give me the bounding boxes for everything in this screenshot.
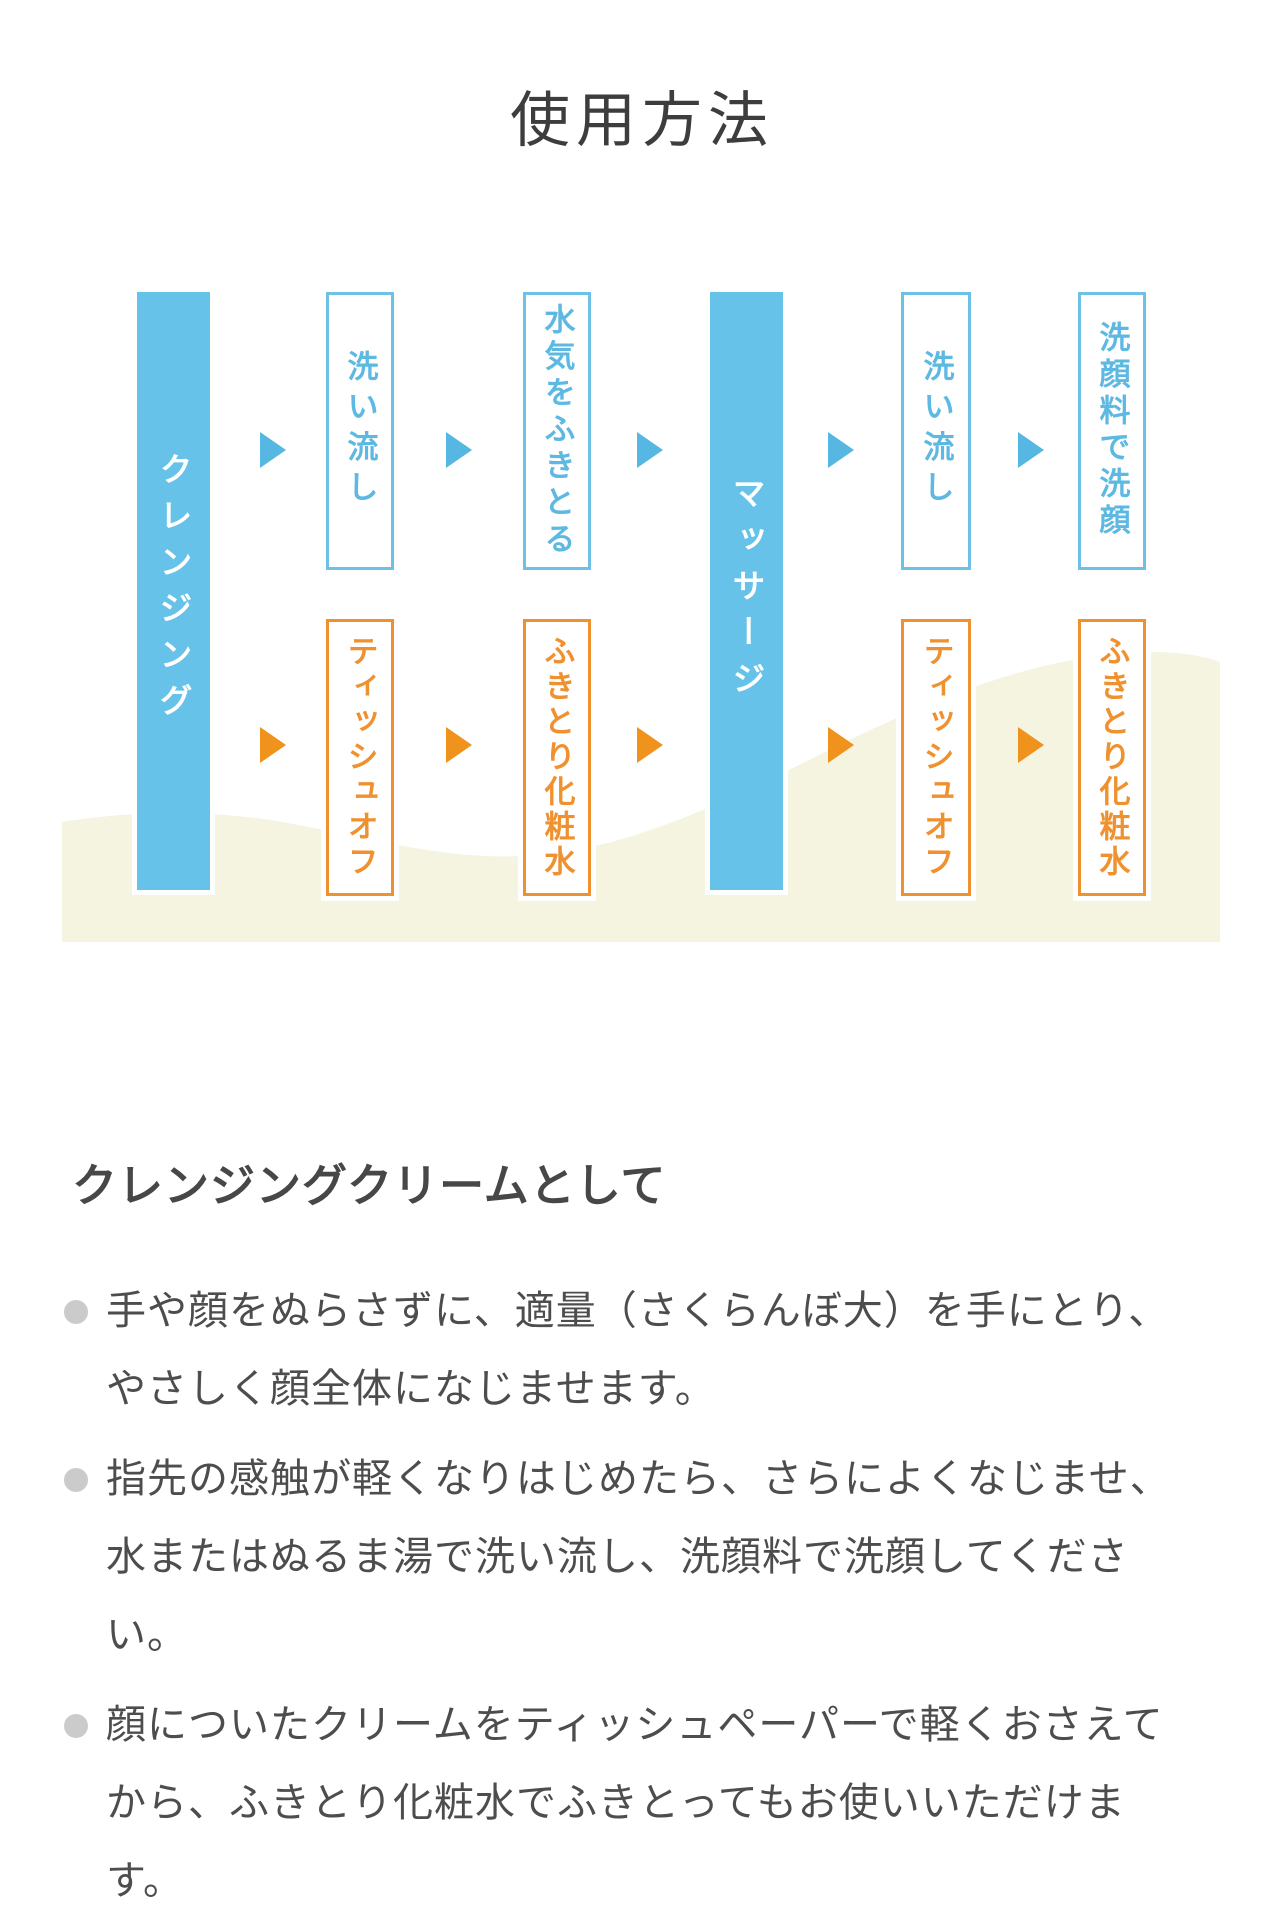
arrow-right-icon	[260, 432, 286, 468]
page-title: 使用方法	[510, 88, 774, 155]
section-heading: クレンジングクリームとして	[72, 1160, 667, 1212]
usage-note-line: 水またはぬるま湯で洗い流し、洗顔料で洗顔してくださ	[106, 1535, 1129, 1579]
flow-step-tissue-off-2: ティッシュオフ	[901, 619, 971, 896]
arrow-right-icon	[446, 432, 472, 468]
flow-step-label: 水気をふきとる	[539, 302, 575, 560]
arrow-right-icon	[1018, 432, 1044, 468]
arrow-right-icon	[828, 727, 854, 763]
flow-step-label: マッサージ	[728, 475, 765, 707]
flow-step-label: 洗い流し	[918, 350, 954, 512]
flow-step-cleansing: クレンジング	[137, 292, 210, 890]
usage-note-line: い。	[106, 1613, 188, 1657]
usage-note-text: 手や顔をぬらさずに、適量（さくらんぼ大）を手にとり、 やさしく顔全体になじませま…	[106, 1272, 1169, 1428]
flow-step-wiping-lotion-2: ふきとり化粧水	[1078, 619, 1146, 896]
arrow-right-icon	[637, 432, 663, 468]
arrow-right-icon	[637, 727, 663, 763]
usage-note-line: から、ふきとり化粧水でふきとってもお使いいただけま	[106, 1781, 1126, 1825]
bullet-icon	[64, 1468, 88, 1492]
flow-step-label: 洗い流し	[342, 350, 378, 512]
usage-notes-list: 手や顔をぬらさずに、適量（さくらんぼ大）を手にとり、 やさしく顔全体になじませま…	[64, 1272, 1224, 1932]
usage-note-line: 手や顔をぬらさずに、適量（さくらんぼ大）を手にとり、	[106, 1289, 1170, 1333]
usage-note-text: 顔についたクリームをティッシュペーパーで軽くおさえて から、ふきとり化粧水でふき…	[106, 1686, 1164, 1920]
flow-step-label: ふきとり化粧水	[1094, 634, 1130, 881]
usage-note-item: 顔についたクリームをティッシュペーパーで軽くおさえて から、ふきとり化粧水でふき…	[64, 1686, 1224, 1920]
flow-step-label: ふきとり化粧水	[539, 634, 575, 881]
usage-note-line: 顔についたクリームをティッシュペーパーで軽くおさえて	[106, 1703, 1164, 1747]
flow-step-label: クレンジング	[155, 452, 192, 730]
flow-step-wiping-lotion-1: ふきとり化粧水	[523, 619, 591, 896]
flow-step-tissue-off-1: ティッシュオフ	[326, 619, 394, 896]
flow-step-wipe-water: 水気をふきとる	[523, 292, 591, 570]
flow-step-face-wash: 洗顔料で洗顔	[1078, 292, 1146, 570]
bullet-icon	[64, 1714, 88, 1738]
background-wave	[62, 652, 1220, 942]
arrow-right-icon	[828, 432, 854, 468]
arrow-right-icon	[260, 727, 286, 763]
usage-note-line: やさしく顔全体になじませます。	[106, 1367, 716, 1411]
flow-step-rinse-1: 洗い流し	[326, 292, 394, 570]
flow-step-label: ティッシュオフ	[342, 634, 378, 881]
usage-note-line: す。	[106, 1859, 184, 1903]
usage-note-item: 手や顔をぬらさずに、適量（さくらんぼ大）を手にとり、 やさしく顔全体になじませま…	[64, 1272, 1224, 1428]
usage-note-text: 指先の感触が軽くなりはじめたら、さらによくなじませ、 水またはぬるま湯で洗い流し…	[106, 1440, 1171, 1674]
bullet-icon	[64, 1300, 88, 1324]
arrow-right-icon	[1018, 727, 1044, 763]
flow-step-massage: マッサージ	[710, 292, 783, 890]
usage-note-line: 指先の感触が軽くなりはじめたら、さらによくなじませ、	[106, 1457, 1171, 1501]
flow-step-label: ティッシュオフ	[918, 634, 954, 881]
usage-flow-diagram: クレンジング 洗い流し 水気をふきとる マッサージ 洗い流し 洗顔料で洗顔 ティ…	[62, 232, 1220, 942]
arrow-right-icon	[446, 727, 472, 763]
usage-note-item: 指先の感触が軽くなりはじめたら、さらによくなじませ、 水またはぬるま湯で洗い流し…	[64, 1440, 1224, 1674]
flow-step-label: 洗顔料で洗顔	[1094, 321, 1130, 541]
flow-step-rinse-2: 洗い流し	[901, 292, 971, 570]
